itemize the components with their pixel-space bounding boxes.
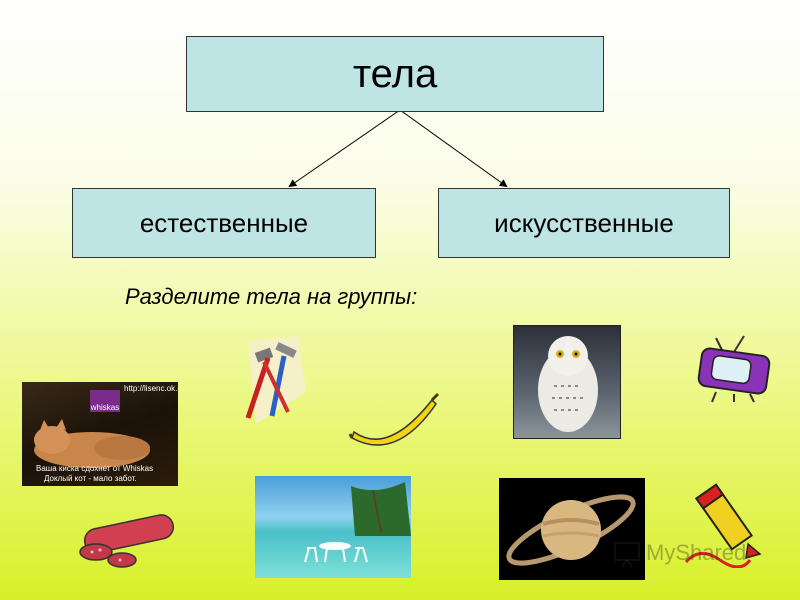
artificial-node: искусственные: [438, 188, 730, 258]
crayon-clipart: [684, 483, 762, 568]
presentation-icon: [614, 542, 640, 568]
watermark-text: MyShared: [646, 540, 747, 565]
kitten-photo: whiskas http://lisenc.ok.ru/ Ваша киска …: [22, 382, 178, 486]
photo-url: http://lisenc.ok.ru/: [124, 384, 178, 393]
artificial-node-label: искусственные: [494, 207, 674, 238]
beach-photo: [255, 476, 411, 578]
brand-badge: whiskas: [90, 390, 120, 412]
arrow-right: [399, 109, 508, 188]
photo-caption-1: Ваша киска сдохнет от Whiskas: [36, 464, 154, 473]
natural-node-label: естественные: [139, 207, 309, 238]
arrow-left: [288, 109, 401, 188]
owl-photo: [513, 325, 621, 439]
tools-clipart: [245, 336, 306, 424]
brand-label: whiskas: [90, 403, 120, 412]
sausage-clipart: [79, 514, 175, 568]
banana-clipart: [348, 392, 440, 446]
root-node-label: тела: [352, 51, 438, 96]
tv-clipart: [697, 335, 771, 403]
watermark: MyShared: [612, 538, 746, 568]
natural-node: естественные: [72, 188, 376, 258]
saturn-photo: [499, 478, 645, 580]
root-node: тела: [186, 36, 604, 112]
task-instruction: Разделите тела на группы:: [125, 284, 418, 309]
photo-caption-2: Доклый кот - мало забот.: [44, 474, 137, 483]
